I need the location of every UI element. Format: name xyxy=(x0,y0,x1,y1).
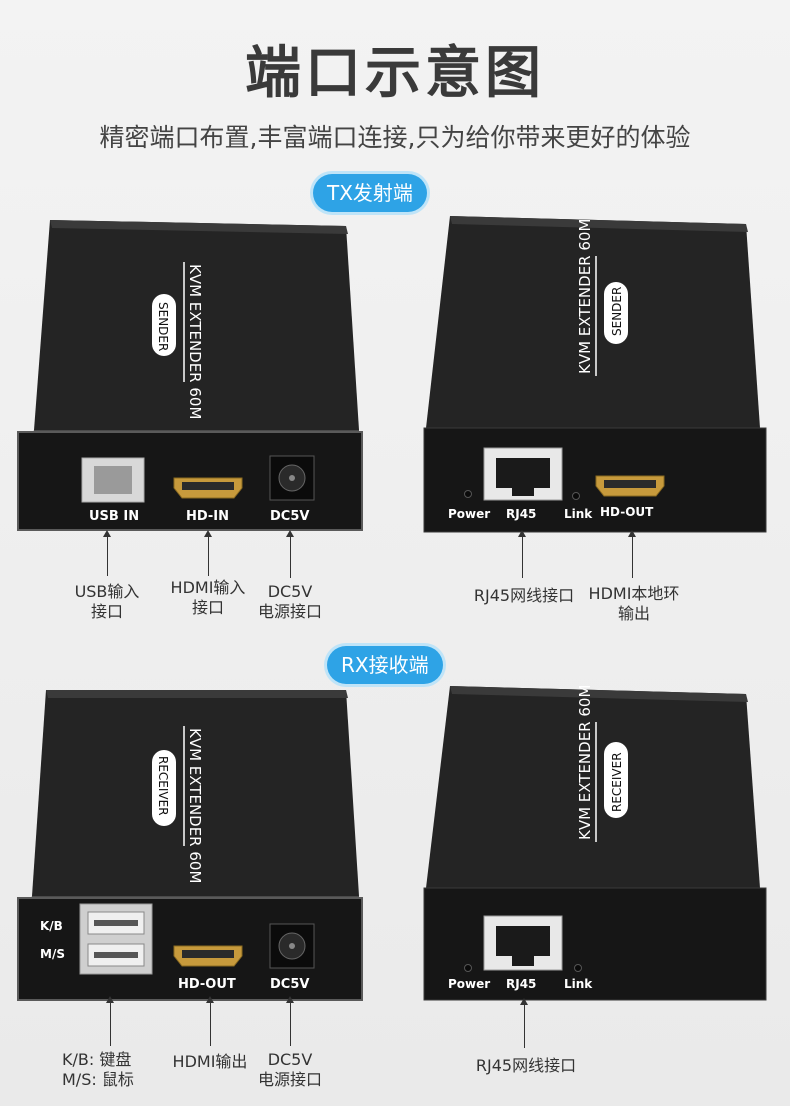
tx-hdmi-port-label: HD-IN xyxy=(186,509,229,524)
rx-ms-label: M/S xyxy=(40,947,65,961)
rx-kb-label: K/B xyxy=(40,919,63,933)
tx-link-label: Link xyxy=(564,507,593,521)
tx-rj45-arrow xyxy=(518,530,526,578)
tx-rj45-label: RJ45 xyxy=(506,507,536,521)
rx-rj45-arrow xyxy=(520,998,528,1048)
rx-hdmi-arrow xyxy=(206,996,214,1046)
tx-front-case-text: KVM EXTENDER 60M xyxy=(186,264,204,419)
tx-back-case-text: KVM EXTENDER 60M xyxy=(576,219,594,374)
tx-hdout-label: HD-OUT xyxy=(600,505,654,519)
tx-back-case-badge: SENDER xyxy=(610,287,624,336)
rx-dc-label: DC5V xyxy=(270,977,309,992)
rx-front-case-badge: RECEIVER xyxy=(156,756,170,816)
tx-hdmi-out-callout: HDMI本地环输出 xyxy=(588,584,680,623)
tx-hdmi-callout: HDMI输入接口 xyxy=(170,578,246,617)
tx-usb-callout: USB输入接口 xyxy=(74,582,140,621)
rx-power-label: Power xyxy=(448,977,490,991)
tx-rj45-callout: RJ45网线接口 xyxy=(473,586,575,605)
rx-link-label: Link xyxy=(564,977,593,991)
rx-back-device: KVM EXTENDER 60M RECEIVER Power RJ45 Lin… xyxy=(420,684,772,1004)
tx-badge: TX发射端 xyxy=(313,174,427,212)
rx-rj45-label: RJ45 xyxy=(506,977,536,991)
rx-badge: RX接收端 xyxy=(327,646,443,684)
page-subtitle: 精密端口布置,丰富端口连接,只为给你带来更好的体验 xyxy=(99,123,691,152)
rx-back-case-text: KVM EXTENDER 60M xyxy=(576,685,594,840)
tx-usb-arrow xyxy=(103,530,111,576)
tx-dc-arrow xyxy=(286,530,294,578)
rx-hdout-label: HD-OUT xyxy=(178,977,236,992)
rx-dc-arrow xyxy=(286,996,294,1046)
rx-usb-arrow xyxy=(106,996,114,1046)
tx-front-device: KVM EXTENDER 60M SENDER USB IN HD-IN DC5… xyxy=(14,214,364,534)
tx-hdmi-arrow xyxy=(204,530,212,576)
tx-dc-port-label: DC5V xyxy=(270,509,309,524)
rx-rj45-callout: RJ45网线接口 xyxy=(475,1056,577,1075)
tx-hdmi-out-arrow xyxy=(628,530,636,578)
rx-back-case-badge: RECEIVER xyxy=(610,752,624,812)
page-title: 端口示意图 xyxy=(245,41,545,106)
tx-back-device: KVM EXTENDER 60M SENDER Power RJ45 Link … xyxy=(420,214,772,534)
rx-hdmi-callout: HDMI输出 xyxy=(172,1052,248,1071)
rx-front-device: KVM EXTENDER 60M RECEIVER K/B M/S HD-OUT… xyxy=(14,686,364,1006)
tx-power-label: Power xyxy=(448,507,490,521)
tx-front-case-badge: SENDER xyxy=(156,302,170,351)
tx-usb-port-label: USB IN xyxy=(89,509,139,524)
rx-front-case-text: KVM EXTENDER 60M xyxy=(186,728,204,883)
